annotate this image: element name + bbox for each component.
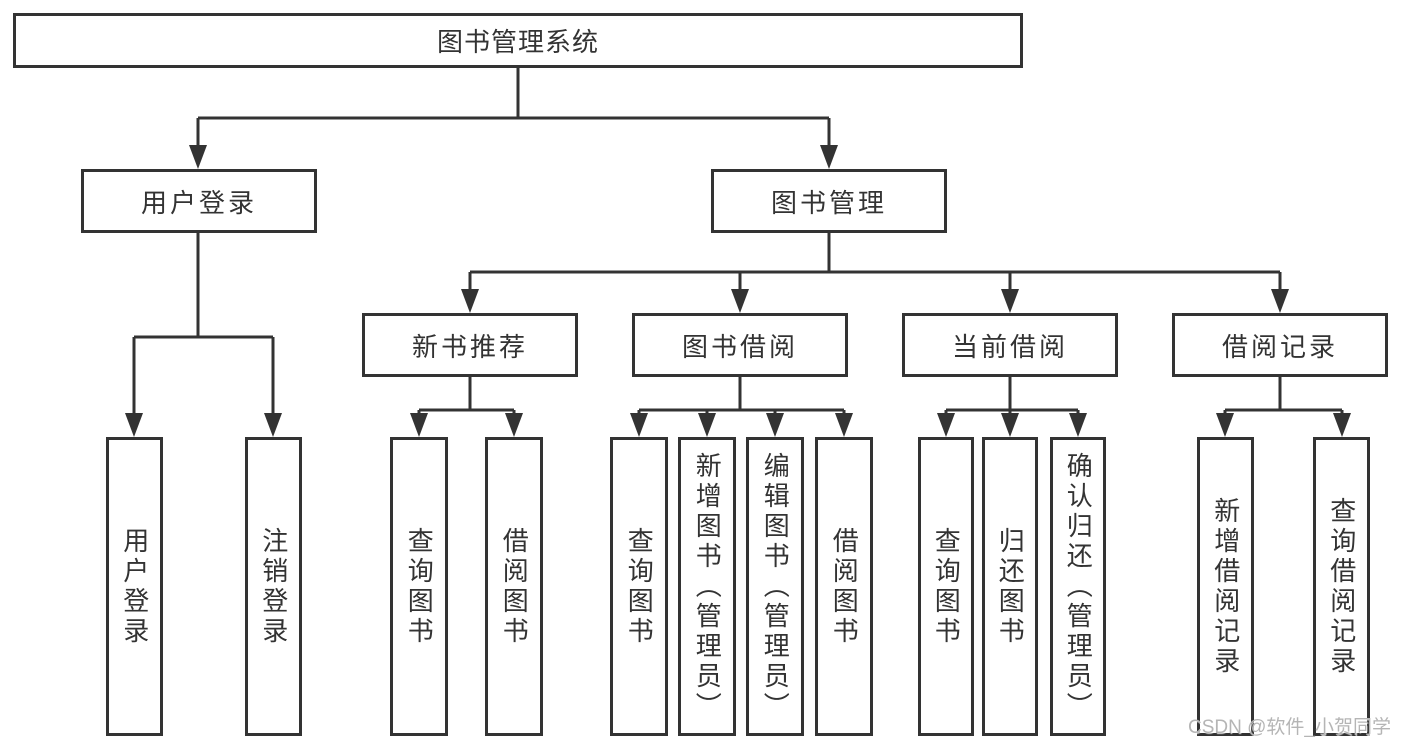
connector-user-login bbox=[125, 233, 282, 437]
leaf-query-books-current: 查询图书 bbox=[918, 437, 974, 736]
leaf-label: 注销登录 bbox=[258, 526, 289, 647]
node-book-borrowing: 图书借阅 bbox=[632, 313, 848, 377]
connector-borrowing-records bbox=[1216, 377, 1351, 437]
leaf-label: 新增借阅记录 bbox=[1210, 496, 1241, 677]
leaf-label: 用户登录 bbox=[119, 526, 150, 647]
leaf-label: 编辑图书（管理员） bbox=[760, 451, 791, 722]
connector-current-borrowing bbox=[937, 377, 1087, 437]
node-user-login: 用户登录 bbox=[81, 169, 317, 233]
leaf-label: 借阅图书 bbox=[829, 526, 860, 647]
connector-book-management bbox=[461, 233, 1289, 313]
node-book-management: 图书管理 bbox=[711, 169, 947, 233]
leaf-query-borrow-record: 查询借阅记录 bbox=[1313, 437, 1370, 736]
leaf-label: 查询图书 bbox=[931, 526, 962, 647]
leaf-label: 归还图书 bbox=[995, 526, 1026, 647]
leaf-label: 新增图书（管理员） bbox=[692, 451, 723, 722]
node-label: 图书管理系统 bbox=[436, 27, 599, 57]
node-label: 图书借阅 bbox=[681, 331, 798, 362]
leaf-borrow-books-recommend: 借阅图书 bbox=[485, 437, 543, 736]
node-borrowing-records: 借阅记录 bbox=[1172, 313, 1388, 377]
leaf-return-books: 归还图书 bbox=[982, 437, 1038, 736]
node-current-borrowing: 当前借阅 bbox=[902, 313, 1118, 377]
leaf-query-books-borrowing: 查询图书 bbox=[610, 437, 668, 736]
leaf-edit-books-admin: 编辑图书（管理员） bbox=[746, 437, 804, 736]
leaf-label: 查询借阅记录 bbox=[1326, 496, 1357, 677]
connector-new-book-recommend bbox=[410, 377, 523, 437]
leaf-label: 借阅图书 bbox=[499, 526, 530, 647]
node-label: 用户登录 bbox=[140, 187, 257, 218]
leaf-logout: 注销登录 bbox=[245, 437, 302, 736]
leaf-borrow-books-borrowing: 借阅图书 bbox=[815, 437, 873, 736]
leaf-label: 确认归还（管理员） bbox=[1063, 451, 1094, 722]
node-label: 当前借阅 bbox=[951, 331, 1068, 362]
leaf-label: 查询图书 bbox=[624, 526, 655, 647]
node-label: 新书推荐 bbox=[411, 331, 528, 362]
leaf-add-borrow-record: 新增借阅记录 bbox=[1197, 437, 1254, 736]
node-label: 借阅记录 bbox=[1221, 331, 1338, 362]
watermark-text: CSDN @软件_小贺同学 bbox=[1188, 717, 1391, 738]
node-label: 图书管理 bbox=[770, 187, 887, 218]
node-new-book-recommend: 新书推荐 bbox=[362, 313, 578, 377]
leaf-query-books-recommend: 查询图书 bbox=[390, 437, 448, 736]
connector-root bbox=[189, 68, 838, 169]
leaf-label: 查询图书 bbox=[404, 526, 435, 647]
node-book-management-system: 图书管理系统 bbox=[13, 13, 1023, 68]
leaf-add-books-admin: 新增图书（管理员） bbox=[678, 437, 736, 736]
leaf-confirm-return-admin: 确认归还（管理员） bbox=[1050, 437, 1106, 736]
connector-book-borrowing bbox=[630, 377, 853, 437]
leaf-user-login: 用户登录 bbox=[106, 437, 163, 736]
